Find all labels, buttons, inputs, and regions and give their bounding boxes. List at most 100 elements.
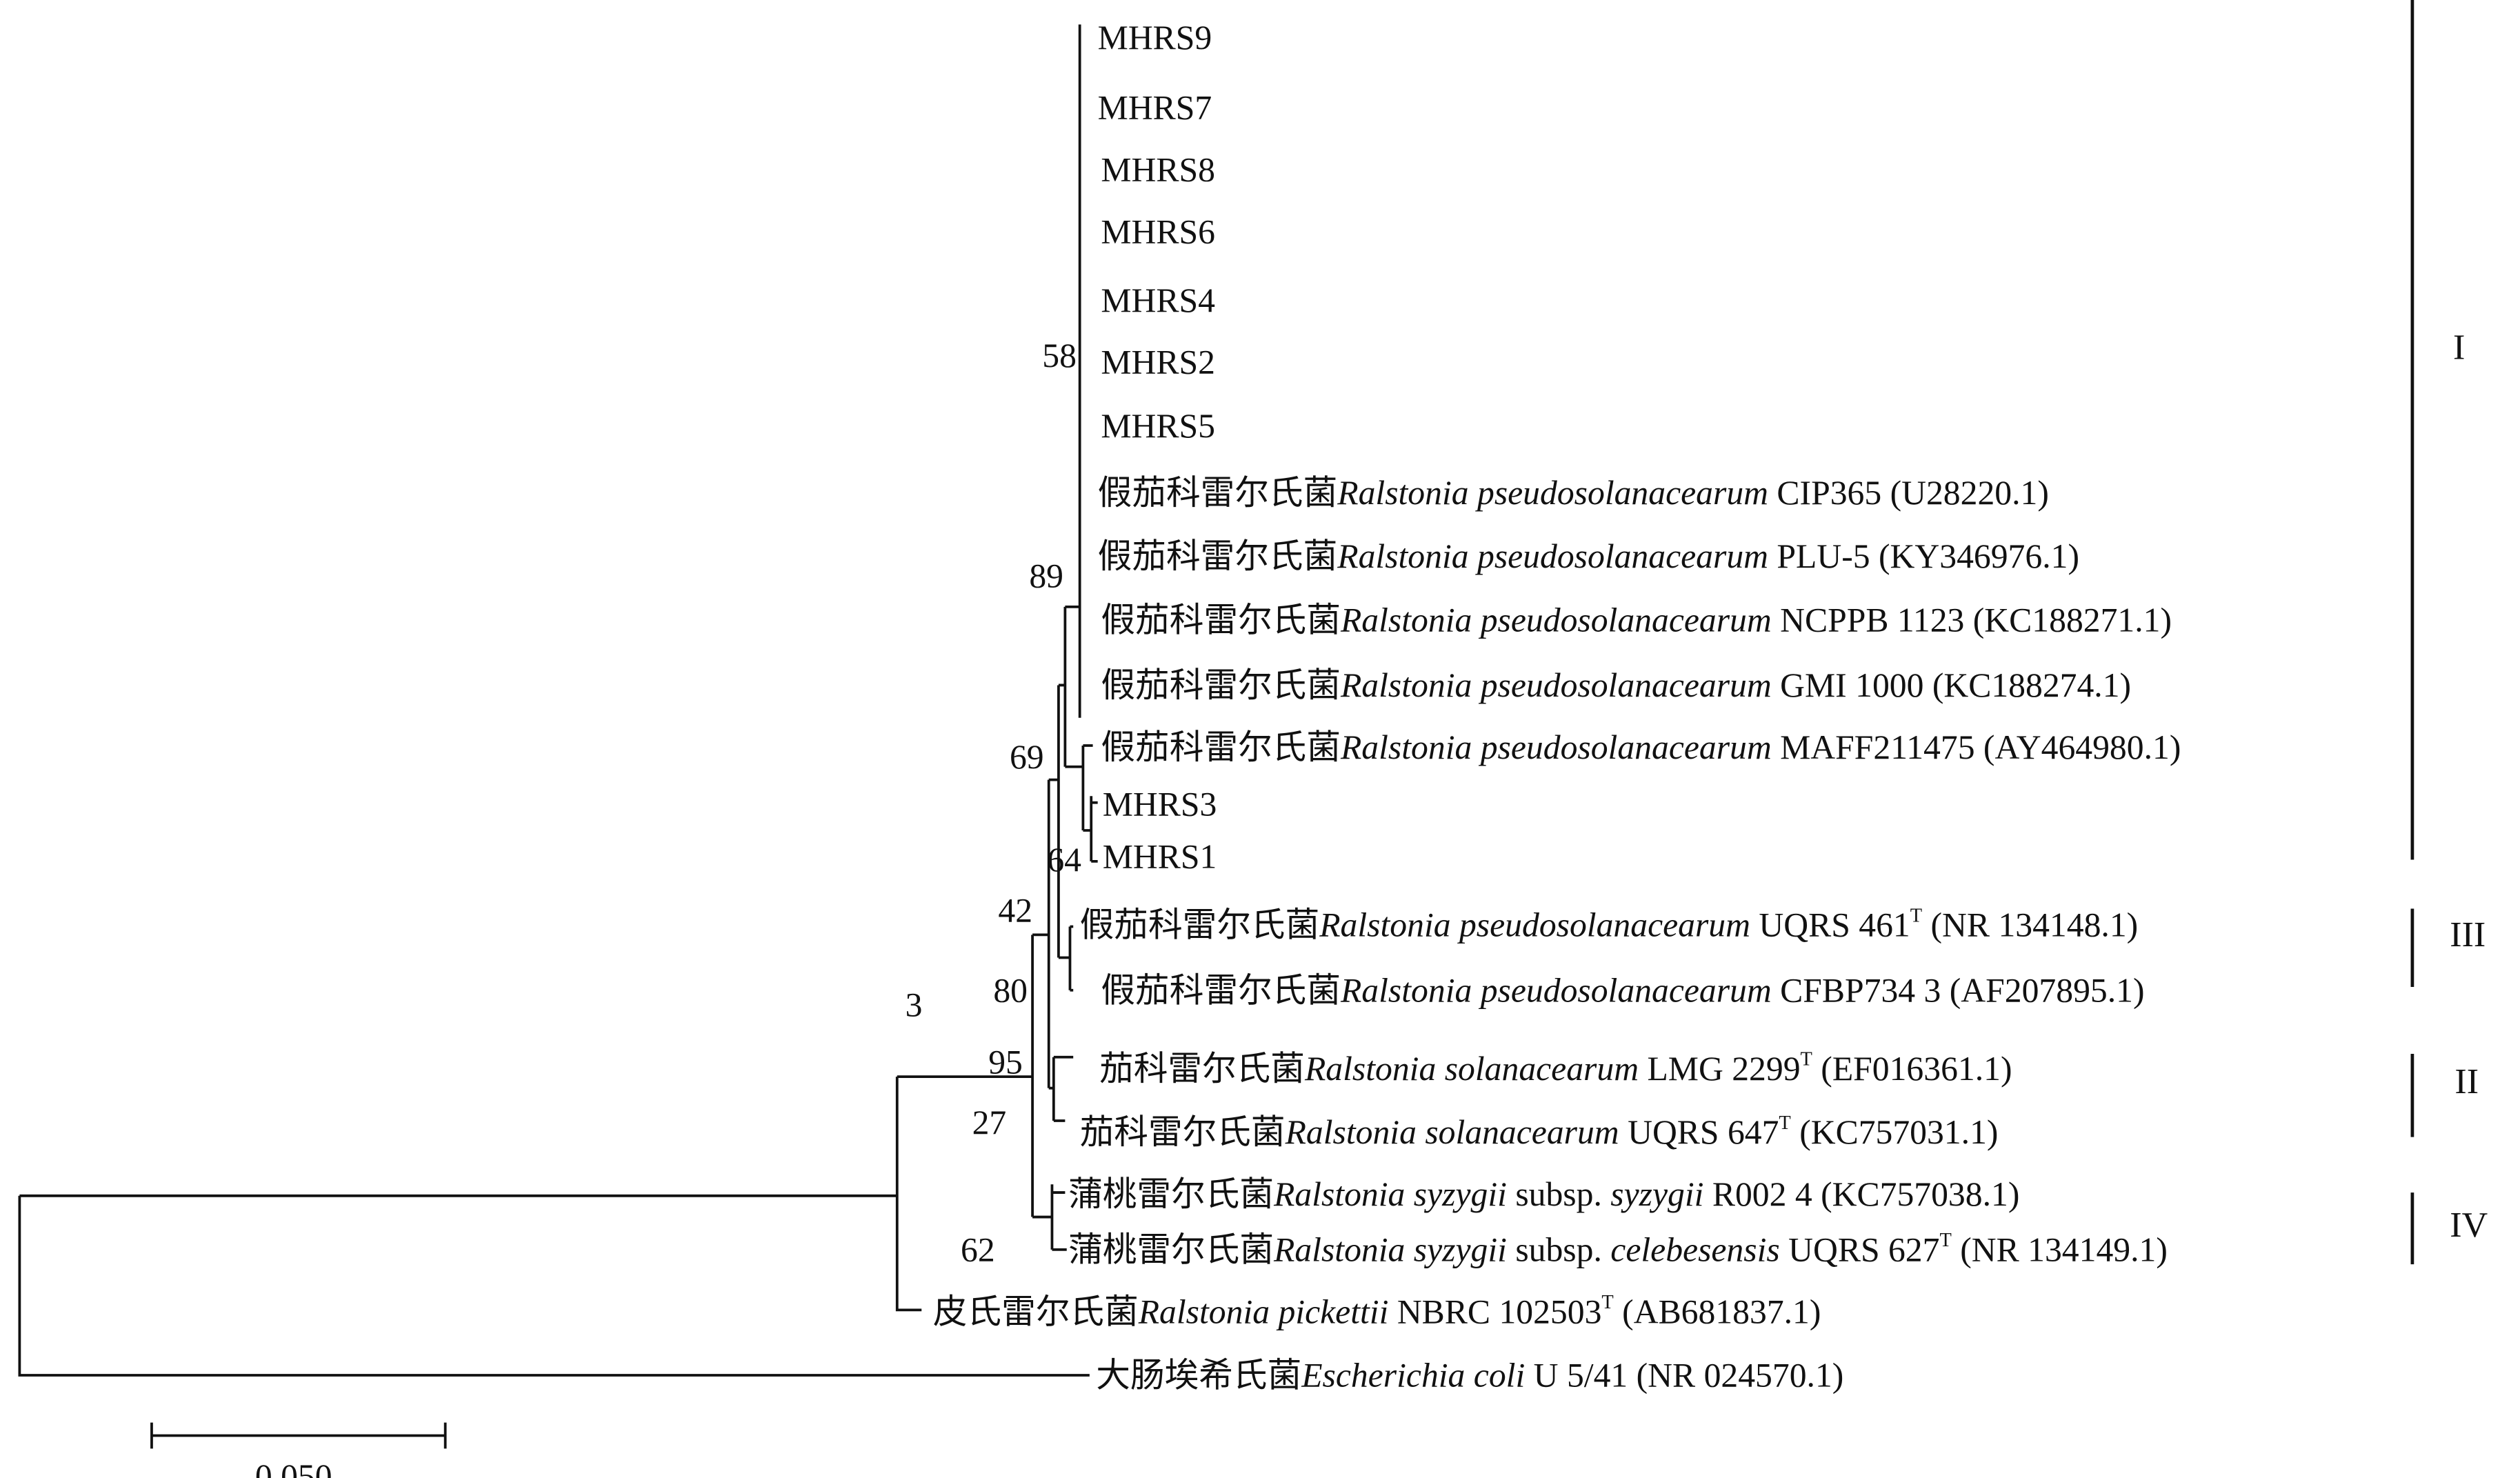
type-strain-superscript: T — [1801, 1049, 1812, 1070]
leaf-label-text: MHRS2 — [1101, 343, 1215, 381]
type-strain-superscript: T — [1939, 1230, 1951, 1251]
species-name-italic: Escherichia coli — [1301, 1357, 1525, 1395]
leaf-label-text: MHRS6 — [1101, 212, 1215, 250]
branch-node-80 — [1068, 925, 1074, 992]
leaf-label-text: (NR 134149.1) — [1952, 1230, 2168, 1268]
scale-bar-label: 0.050 — [255, 1457, 332, 1478]
species-name-italic: Ralstonia pseudosolanacearum — [1319, 906, 1750, 944]
leaf-label: 假茄科雷尔氏菌Ralstonia pseudosolanacearum CFBP… — [1101, 971, 2144, 1009]
species-name-italic: Ralstonia pseudosolanacearum — [1340, 666, 1772, 704]
leaf-label-text: PLU-5 (KY346976.1) — [1768, 537, 2079, 575]
leaf-label-text: UQRS 627 — [1780, 1230, 1940, 1268]
bootstrap-value: 3 — [906, 986, 923, 1024]
leaf-label-text: MHRS1 — [1103, 837, 1217, 875]
branch-node-a — [1047, 778, 1059, 1090]
type-strain-superscript: T — [1601, 1292, 1613, 1313]
leaf-label-text: MHRS3 — [1103, 786, 1217, 823]
branch-syzygii-node — [1050, 1184, 1067, 1251]
type-strain-superscript: T — [1779, 1112, 1790, 1134]
leaf-label-text: 皮氏雷尔氏菌 — [933, 1292, 1139, 1330]
leaf-label: 茄科雷尔氏菌Ralstonia solanacearum LMG 2299T (… — [1099, 1049, 2012, 1088]
branch-node-64-group — [1081, 744, 1098, 863]
leaf-label-text: MHRS8 — [1101, 151, 1215, 189]
bootstrap-value: 58 — [1042, 337, 1077, 375]
type-strain-superscript: T — [1910, 905, 1922, 926]
leaf-label-text: (AB681837.1) — [1614, 1292, 1821, 1330]
leaf-label-text: 蒲桃雷尔氏菌 — [1068, 1175, 1274, 1213]
bootstrap-value: 95 — [988, 1043, 1023, 1081]
leaf-label-text: 假茄科雷尔氏菌 — [1098, 474, 1338, 512]
leaf-label-text: (KC757031.1) — [1791, 1113, 1999, 1151]
branch-node-89 — [1063, 606, 1083, 768]
clade-label-IV: IV — [2450, 1206, 2488, 1245]
leaf-label: MHRS9 — [1098, 19, 1212, 57]
species-name-italic: Ralstonia solanacearum — [1285, 1113, 1619, 1151]
leaf-label-text: (EF016361.1) — [1812, 1050, 2012, 1088]
leaf-label: MHRS3 — [1103, 786, 1217, 823]
leaf-label: MHRS6 — [1101, 212, 1215, 250]
branch-pickettii-node — [895, 1075, 1033, 1312]
leaf-label: MHRS4 — [1101, 281, 1215, 319]
leaf-label-text: 假茄科雷尔氏菌 — [1101, 601, 1341, 639]
leaf-label: MHRS8 — [1101, 151, 1215, 189]
leaf-label-text: LMG 2299 — [1639, 1050, 1800, 1088]
leaf-label-text: NCPPB 1123 (KC188271.1) — [1772, 601, 2172, 639]
species-name-italic: celebesensis — [1610, 1230, 1779, 1268]
leaf-label: MHRS7 — [1098, 89, 1212, 127]
leaf-label-text: 茄科雷尔氏菌 — [1099, 1050, 1305, 1088]
leaf-label: MHRS2 — [1101, 343, 1215, 381]
species-name-italic: Ralstonia pseudosolanacearum — [1337, 537, 1768, 575]
leaf-label-text: MHRS9 — [1098, 19, 1212, 57]
leaf-label-text: 蒲桃雷尔氏菌 — [1068, 1230, 1274, 1268]
leaf-label-text: U 5/41 (NR 024570.1) — [1525, 1357, 1843, 1395]
leaf-label: 蒲桃雷尔氏菌Ralstonia syzygii subsp. syzygii R… — [1068, 1175, 2019, 1213]
branch-solanacearum-node — [1052, 1055, 1074, 1122]
tree-branches — [18, 24, 1098, 1377]
leaf-label-text: NBRC 102503 — [1388, 1292, 1601, 1330]
bootstrap-value: 69 — [1010, 738, 1044, 776]
leaf-label-text: GMI 1000 (KC188274.1) — [1772, 666, 2131, 704]
leaf-label-text: R002 4 (KC757038.1) — [1703, 1175, 2019, 1213]
leaf-label-text: 假茄科雷尔氏菌 — [1080, 906, 1320, 944]
species-name-italic: Ralstonia syzygii — [1273, 1230, 1507, 1268]
leaf-label-text: 茄科雷尔氏菌 — [1080, 1113, 1286, 1151]
leaf-label: 假茄科雷尔氏菌Ralstonia pseudosolanacearum CIP3… — [1098, 474, 2049, 512]
branch-root — [18, 1194, 1090, 1377]
leaf-label-text: MHRS4 — [1101, 281, 1215, 319]
leaf-label-text: 大肠埃希氏菌 — [1096, 1357, 1301, 1395]
clade-label-I: I — [2453, 328, 2465, 367]
species-name-italic: Ralstonia pseudosolanacearum — [1340, 728, 1772, 766]
leaf-label-text: (NR 134148.1) — [1922, 906, 2138, 944]
scale-bar-line — [150, 1422, 447, 1449]
bootstrap-value: 64 — [1047, 841, 1081, 879]
scale-bar: 0.050 — [150, 1422, 447, 1478]
leaf-label-text: UQRS 461 — [1750, 906, 1910, 944]
clade-label-III: III — [2450, 915, 2486, 955]
bootstrap-value: 89 — [1029, 557, 1063, 595]
species-name-italic: Ralstonia solanacearum — [1304, 1050, 1639, 1088]
leaf-label: 茄科雷尔氏菌Ralstonia solanacearum UQRS 647T (… — [1080, 1112, 1999, 1151]
clade-label-II: II — [2454, 1062, 2479, 1101]
species-name-italic: Ralstonia pseudosolanacearum — [1340, 601, 1772, 639]
species-name-italic: Ralstonia pseudosolanacearum — [1340, 971, 1772, 1009]
leaf-label: MHRS5 — [1101, 407, 1215, 445]
species-name-italic: Ralstonia syzygii — [1273, 1175, 1507, 1213]
clade-brackets: I III II IV — [2410, 0, 2488, 1265]
leaf-label-text: subsp. — [1507, 1175, 1610, 1213]
leaf-label-text: UQRS 647 — [1619, 1113, 1779, 1151]
leaf-label-text: CFBP734 3 (AF207895.1) — [1772, 971, 2145, 1009]
leaf-label: 大肠埃希氏菌Escherichia coli U 5/41 (NR 024570… — [1096, 1357, 1843, 1395]
species-name-italic: syzygii — [1610, 1175, 1703, 1213]
bootstrap-value: 42 — [998, 891, 1032, 929]
leaf-label: 假茄科雷尔氏菌Ralstonia pseudosolanacearum PLU-… — [1098, 537, 2079, 575]
leaf-label-text: 假茄科雷尔氏菌 — [1101, 728, 1341, 766]
leaf-label: 假茄科雷尔氏菌Ralstonia pseudosolanacearum GMI … — [1101, 666, 2131, 704]
leaf-label-text: MHRS7 — [1098, 89, 1212, 127]
bootstrap-value: 80 — [993, 971, 1028, 1009]
leaf-label-text: MAFF211475 (AY464980.1) — [1772, 728, 2181, 766]
species-name-italic: Ralstonia pickettii — [1138, 1292, 1389, 1330]
leaf-label: 假茄科雷尔氏菌Ralstonia pseudosolanacearum UQRS… — [1080, 905, 2139, 943]
leaf-label: MHRS1 — [1103, 837, 1217, 875]
